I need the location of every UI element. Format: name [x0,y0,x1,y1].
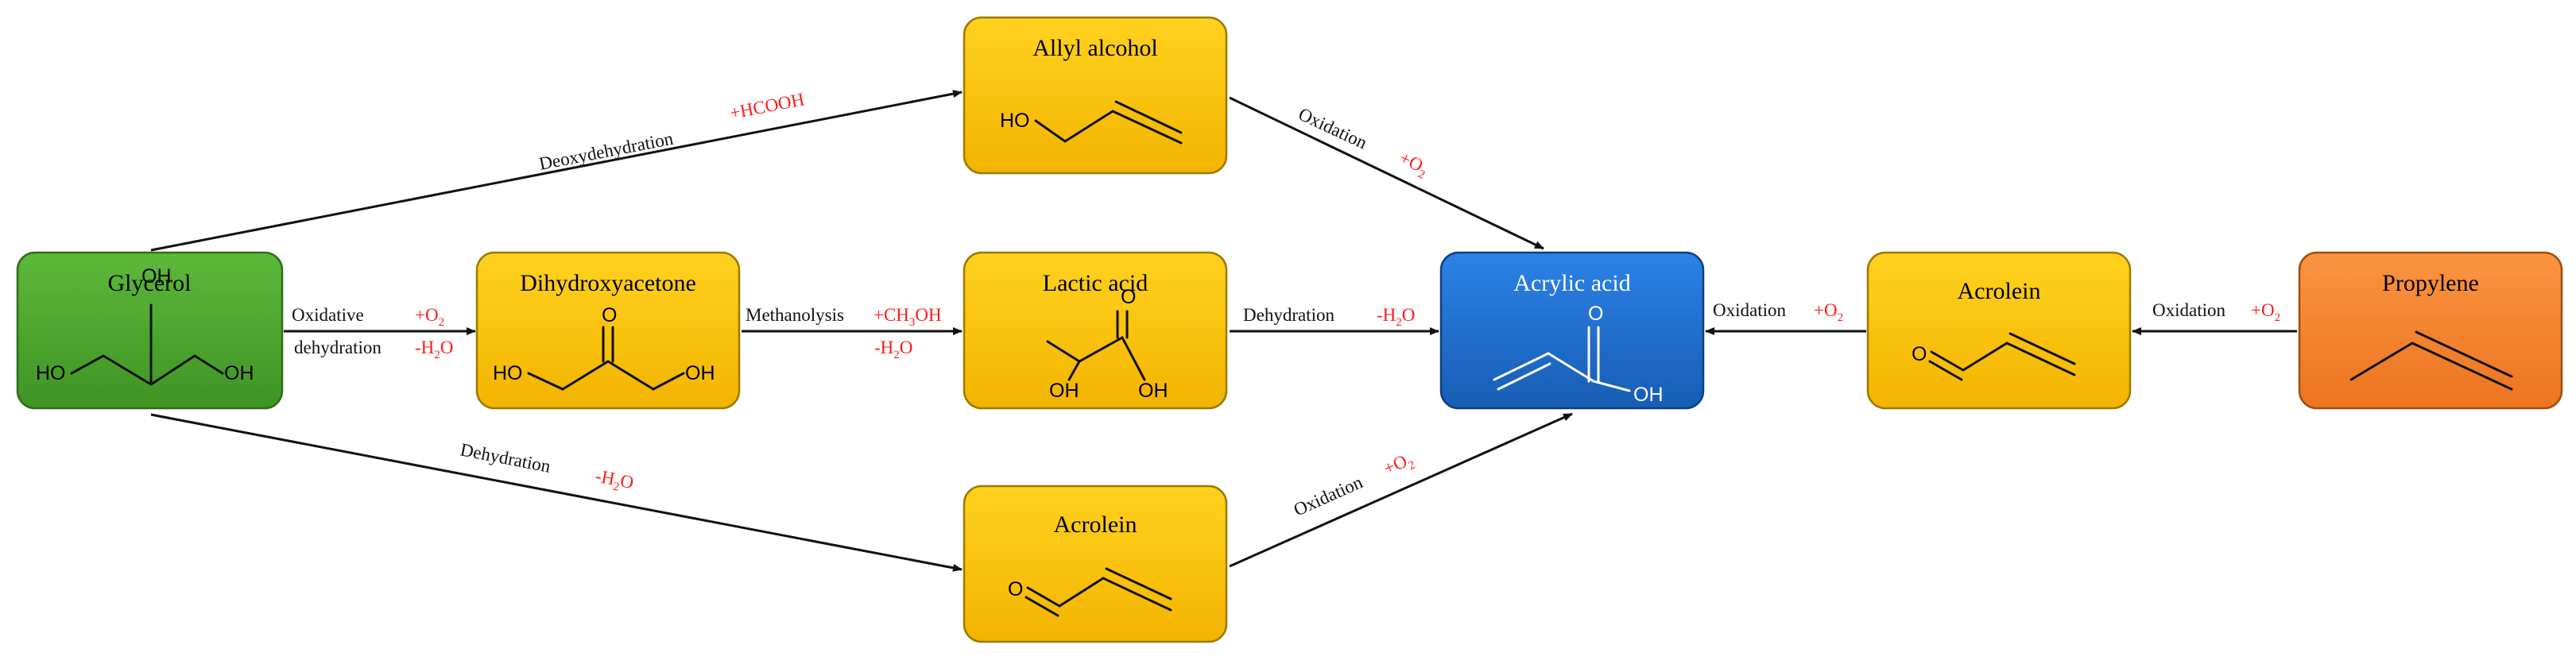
reagent-label: +O2 [1814,300,1843,324]
atom-label: O [602,304,617,326]
node-title: Acrolein [1958,278,2041,304]
edge-label: Dehydration [459,439,552,477]
node-title: Propylene [2382,270,2479,296]
reagent-label: +O2 [1381,449,1417,482]
bond [2415,330,2513,378]
bond [1497,362,1551,391]
node-acrylic-acid: Acrylic acid O OH [1439,251,1705,410]
glycerol-structure: OH HO OH [36,265,254,386]
acrylic-acid-structure: O OH [1493,303,1664,406]
acrolein-structure: O [1912,332,2076,381]
arrow-line [150,90,963,252]
edge-label: Oxidation [1291,472,1366,519]
node-propylene: Propylene [2298,251,2563,410]
bond [527,360,685,391]
edge-label: Dehydration [1243,305,1334,325]
arrow-line [150,413,963,572]
reagent-label: +HCOOH [728,89,806,123]
reagent-label: +O2 [2251,300,2280,324]
arrow-line [1229,96,1544,250]
edge-propylene-to-acrolein: Oxidation +O2 [2132,300,2297,335]
node-acrolein-right: Acrolein O [1866,251,2132,410]
bond [1034,110,1183,145]
node-box [963,484,1228,643]
bond [1026,577,1172,612]
node-allyl-alcohol: Allyl alcohol HO [963,16,1228,175]
atom-label: O [1121,286,1136,308]
bond [1025,596,1059,617]
edge-label: Oxidation [1713,300,1786,320]
edge-dihydroxyacetone-to-lactic-acid: Methanolysis +CH3OH -H2O [742,305,963,361]
reagent-label: +O2 [1395,148,1431,182]
bond [1930,342,2076,376]
node-dihydroxyacetone: Dihydroxyacetone O HO OH [475,251,741,410]
bond [602,326,614,363]
bond [1114,100,1183,134]
atom-label: HO [1000,110,1030,132]
edge-glycerol-to-dihydroxyacetone: Oxidative dehydration +O2 -H2O [284,305,476,361]
bond [2349,342,2513,391]
node-title: Dihydroxyacetone [520,270,696,296]
lactic-acid-structure: O OH OH [1046,286,1168,402]
node-box [1439,251,1705,410]
node-title: Allyl alcohol [1032,35,1157,61]
node-box [963,251,1228,410]
edge-label: Oxidation [1296,104,1370,153]
edge-acrolein-bottom-to-acrylic-acid: Oxidation +O2 [1229,412,1573,568]
bond [1493,352,1631,392]
edge-label: Deoxydehydration [537,129,675,174]
bond [1928,360,1963,381]
edge-label: Oxidation [2152,300,2225,320]
atom-label: O [1588,303,1603,325]
node-acrolein-bottom: Acrolein O [963,484,1228,643]
atom-label: O [1008,578,1023,600]
bond [1046,335,1146,381]
atom-label: O [1912,343,1927,365]
edge-acrolein-to-acrylic-acid: Oxidation +O2 [1705,300,1866,335]
arrow-line [1229,412,1573,568]
atom-label: OH [1633,384,1664,406]
propylene-structure [2349,330,2513,391]
reagent-label: +O2 [415,305,444,329]
edge-allyl-alcohol-to-acrylic-acid: Oxidation +O2 [1229,96,1544,250]
edge-glycerol-to-acrolein: Dehydration -H2O [150,413,963,572]
atom-label: HO [493,362,523,384]
edge-glycerol-to-allyl-alcohol: Deoxydehydration +HCOOH [150,89,963,252]
node-title: Glycerol [108,270,192,296]
atom-label: HO [36,362,66,384]
atom-label: OH [141,265,172,288]
allyl-alcohol-structure: HO [1000,100,1183,145]
bond [1587,326,1600,383]
dihydroxyacetone-structure: O HO OH [493,304,715,391]
bond [1116,310,1129,339]
node-glycerol: Glycerol OH HO OH [16,251,284,410]
node-title: Lactic acid [1043,270,1148,296]
reagent-label: +CH3OH [874,305,942,329]
edge-label-line2: dehydration [294,338,382,357]
node-lactic-acid: Lactic acid O OH OH [963,251,1228,410]
edge-label: Methanolysis [746,305,844,325]
node-box [1866,251,2132,410]
bond [1105,567,1172,600]
node-box [475,251,741,410]
bond [2009,332,2076,365]
reagent-label: -H2O [874,338,912,361]
atom-label: OH [224,362,254,384]
reagent-label: -H2O [593,465,635,496]
node-title: Acrolein [1054,512,1137,538]
atom-label: OH [685,362,715,384]
atom-label: OH [1049,380,1079,402]
bond [1067,360,1081,381]
edge-lactic-acid-to-acrylic-acid: Dehydration -H2O [1230,305,1439,335]
reagent-label: -H2O [1377,305,1415,329]
reagent-label: -H2O [415,338,453,361]
atom-label: OH [1138,380,1168,402]
edge-label-line1: Oxidative [292,305,364,325]
acrolein-structure: O [1008,567,1172,617]
node-title: Acrylic acid [1513,270,1630,296]
